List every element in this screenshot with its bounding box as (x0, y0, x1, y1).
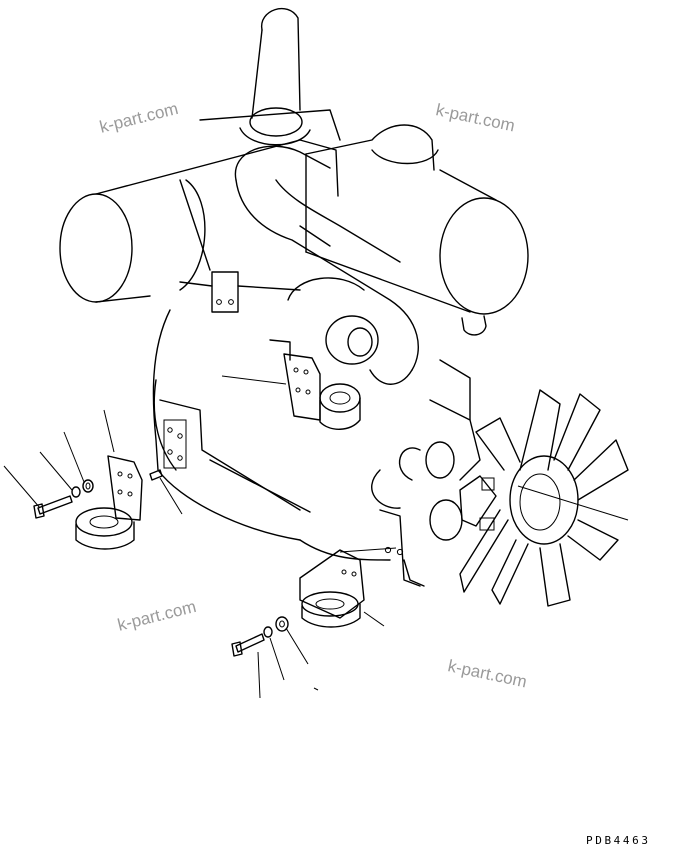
block-mount-pad-left (163, 419, 187, 469)
turbocharger (269, 277, 379, 365)
exhaust-pipe (239, 7, 311, 146)
air-cleaner-right (305, 124, 529, 336)
dowel-pin (149, 469, 163, 481)
leader-lines (3, 375, 629, 699)
bolt-washer-set-lower (231, 616, 289, 657)
mount-bracket-left (75, 455, 143, 550)
block-mount-holes-right (384, 546, 404, 556)
cooling-fan (459, 389, 629, 607)
engine-block (152, 309, 481, 587)
intake-pipe (234, 145, 419, 385)
pipe-clamp (179, 271, 301, 313)
drawing-code: PDB4463 (586, 834, 651, 847)
bolt-washer-set-left (33, 479, 94, 519)
air-cleaner-left (59, 109, 341, 303)
mount-bracket-lower (299, 549, 365, 628)
mount-bracket-upper (283, 353, 361, 430)
